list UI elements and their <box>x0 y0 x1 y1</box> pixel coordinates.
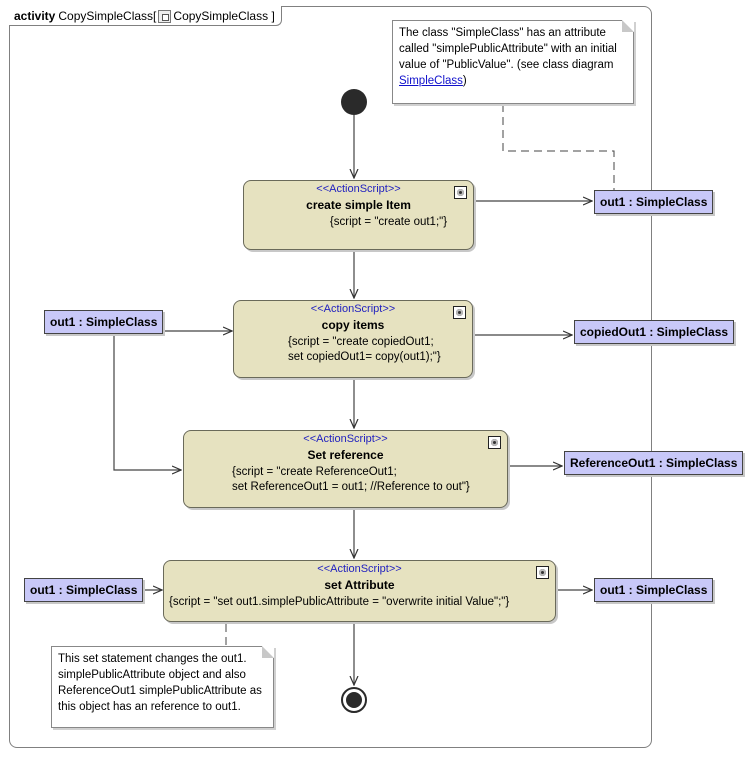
activity-frame <box>9 6 652 748</box>
note-text: This set statement changes the out1. sim… <box>58 653 262 713</box>
object-flow-reference-in <box>113 333 181 470</box>
action-script: {script = "create copiedOut1; set copied… <box>288 336 441 363</box>
action-stereotype: <<ActionScript>> <box>316 183 401 195</box>
action-copy-items[interactable]: <<ActionScript>> copy items {script = "c… <box>233 300 473 378</box>
action-set-reference[interactable]: <<ActionScript>> Set reference {script =… <box>183 430 508 508</box>
pin-attribute-output[interactable]: out1 : SimpleClass <box>594 578 714 602</box>
frame-behavior: CopySimpleClass ] <box>173 9 275 23</box>
action-script: {script = "set out1.simplePublicAttribut… <box>169 596 510 608</box>
note-suffix: ) <box>462 75 467 87</box>
action-stereotype: <<ActionScript>> <box>317 563 402 575</box>
action-script: {script = "create out1;"} <box>329 216 448 228</box>
action-stereotype: <<ActionScript>> <box>303 433 388 445</box>
frame-keyword: activity <box>14 9 56 23</box>
action-script: {script = "create ReferenceOut1; set Ref… <box>232 466 470 493</box>
action-name: Set reference <box>307 448 384 462</box>
note-anchor-top <box>502 104 615 190</box>
pin-attribute-input[interactable]: out1 : SimpleClass <box>24 578 144 602</box>
action-set-attribute[interactable]: <<ActionScript>> set Attribute {script =… <box>163 560 556 622</box>
pin-copy-output[interactable]: copiedOut1 : SimpleClass <box>574 320 735 344</box>
pin-reference-output[interactable]: ReferenceOut1 : SimpleClass <box>564 451 744 475</box>
note-text: The class "SimpleClass" has an attribute… <box>399 27 617 71</box>
final-node <box>341 687 367 713</box>
gear-icon <box>488 436 501 449</box>
pin-copy-input[interactable]: out1 : SimpleClass <box>44 310 164 334</box>
gear-icon <box>454 186 467 199</box>
gear-icon <box>536 566 549 579</box>
note-simpleclass-attribute: The class "SimpleClass" has an attribute… <box>392 20 634 104</box>
pin-create-output[interactable]: out1 : SimpleClass <box>594 190 714 214</box>
initial-node <box>341 89 367 115</box>
frame-name: CopySimpleClass[ <box>58 9 157 23</box>
action-stereotype: <<ActionScript>> <box>310 303 396 315</box>
action-name: copy items <box>321 318 385 332</box>
simpleclass-diagram-link[interactable]: SimpleClass <box>399 75 463 87</box>
action-create-simple-item[interactable]: <<ActionScript>> create simple Item {scr… <box>243 180 474 250</box>
gear-icon <box>453 306 466 319</box>
action-name: create simple Item <box>306 198 411 212</box>
note-set-statement: This set statement changes the out1. sim… <box>51 646 274 728</box>
action-name: set Attribute <box>324 578 395 592</box>
behavior-icon <box>158 10 172 23</box>
